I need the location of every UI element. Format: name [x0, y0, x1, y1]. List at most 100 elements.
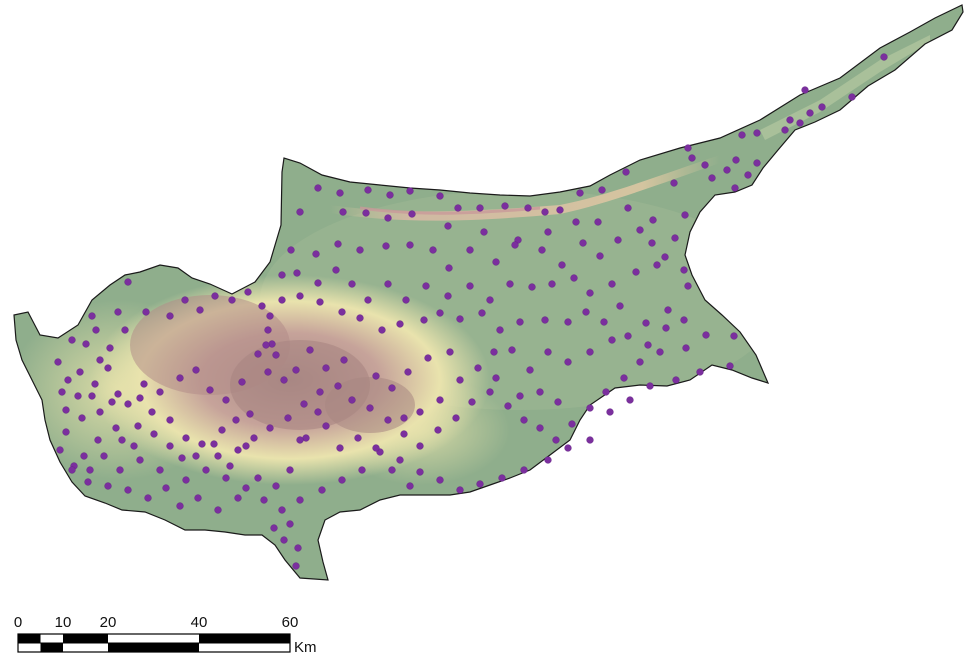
- site-point: [264, 368, 272, 376]
- site-point: [384, 214, 392, 222]
- site-point: [402, 296, 410, 304]
- site-point: [340, 356, 348, 364]
- site-point: [56, 446, 64, 454]
- scale-seg: [40, 643, 63, 652]
- site-point: [436, 396, 444, 404]
- site-point: [454, 204, 462, 212]
- site-point: [636, 358, 644, 366]
- site-point: [516, 318, 524, 326]
- site-point: [62, 428, 70, 436]
- site-point: [86, 466, 94, 474]
- site-point: [564, 358, 572, 366]
- site-point: [723, 166, 731, 174]
- site-point: [162, 484, 170, 492]
- site-point: [506, 280, 514, 288]
- site-point: [501, 202, 509, 210]
- site-point: [108, 398, 116, 406]
- site-point: [228, 296, 236, 304]
- site-point: [586, 436, 594, 444]
- site-point: [576, 189, 584, 197]
- site-point: [424, 354, 432, 362]
- site-point: [696, 368, 704, 376]
- site-point: [511, 241, 519, 249]
- site-point: [314, 408, 322, 416]
- site-point: [364, 186, 372, 194]
- site-point: [114, 390, 122, 398]
- site-point: [420, 316, 428, 324]
- site-point: [644, 341, 652, 349]
- site-point: [278, 271, 286, 279]
- site-point: [182, 434, 190, 442]
- site-point: [339, 208, 347, 216]
- site-point: [456, 315, 464, 323]
- scale-tick-60: 60: [282, 614, 299, 631]
- site-point: [516, 392, 524, 400]
- site-point: [541, 316, 549, 324]
- site-point: [732, 156, 740, 164]
- site-point: [286, 520, 294, 528]
- site-point: [416, 408, 424, 416]
- site-point: [406, 187, 414, 195]
- site-point: [636, 226, 644, 234]
- site-point: [646, 382, 654, 390]
- site-point: [181, 296, 189, 304]
- site-point: [701, 161, 709, 169]
- scale-tick-0: 0: [14, 614, 22, 631]
- site-point: [444, 292, 452, 300]
- site-point: [478, 309, 486, 317]
- site-point: [96, 356, 104, 364]
- site-point: [112, 424, 120, 432]
- site-point: [496, 326, 504, 334]
- site-point: [684, 144, 692, 152]
- site-point: [596, 252, 604, 260]
- site-point: [332, 266, 340, 274]
- site-point: [492, 258, 500, 266]
- site-point: [293, 269, 301, 277]
- site-point: [586, 404, 594, 412]
- site-point: [586, 348, 594, 356]
- site-point: [671, 234, 679, 242]
- site-point: [586, 289, 594, 297]
- site-point: [684, 282, 692, 290]
- site-point: [211, 292, 219, 300]
- site-point: [614, 236, 622, 244]
- site-point: [114, 308, 122, 316]
- site-point: [649, 216, 657, 224]
- site-point: [680, 316, 688, 324]
- site-point: [436, 476, 444, 484]
- scale-tick-40: 40: [191, 614, 208, 631]
- site-point: [726, 362, 734, 370]
- site-point: [608, 280, 616, 288]
- site-point: [406, 482, 414, 490]
- site-point: [334, 382, 342, 390]
- site-point: [598, 186, 606, 194]
- site-point: [258, 302, 266, 310]
- site-point: [354, 434, 362, 442]
- site-point: [661, 253, 669, 261]
- site-point: [731, 184, 739, 192]
- site-point: [314, 184, 322, 192]
- site-point: [444, 222, 452, 230]
- site-point: [278, 296, 286, 304]
- site-point: [616, 302, 624, 310]
- site-point: [664, 306, 672, 314]
- site-point: [753, 129, 761, 137]
- site-point: [372, 444, 380, 452]
- site-point: [336, 189, 344, 197]
- site-point: [422, 282, 430, 290]
- site-point: [64, 376, 72, 384]
- site-point: [672, 376, 680, 384]
- site-point: [316, 388, 324, 396]
- site-point: [416, 442, 424, 450]
- site-point: [456, 376, 464, 384]
- site-point: [296, 292, 304, 300]
- site-point: [480, 228, 488, 236]
- site-point: [198, 440, 206, 448]
- site-point: [753, 159, 761, 167]
- site-point: [292, 366, 300, 374]
- site-point: [366, 404, 374, 412]
- site-point: [280, 536, 288, 544]
- site-point: [434, 426, 442, 434]
- site-point: [116, 466, 124, 474]
- site-point: [91, 380, 99, 388]
